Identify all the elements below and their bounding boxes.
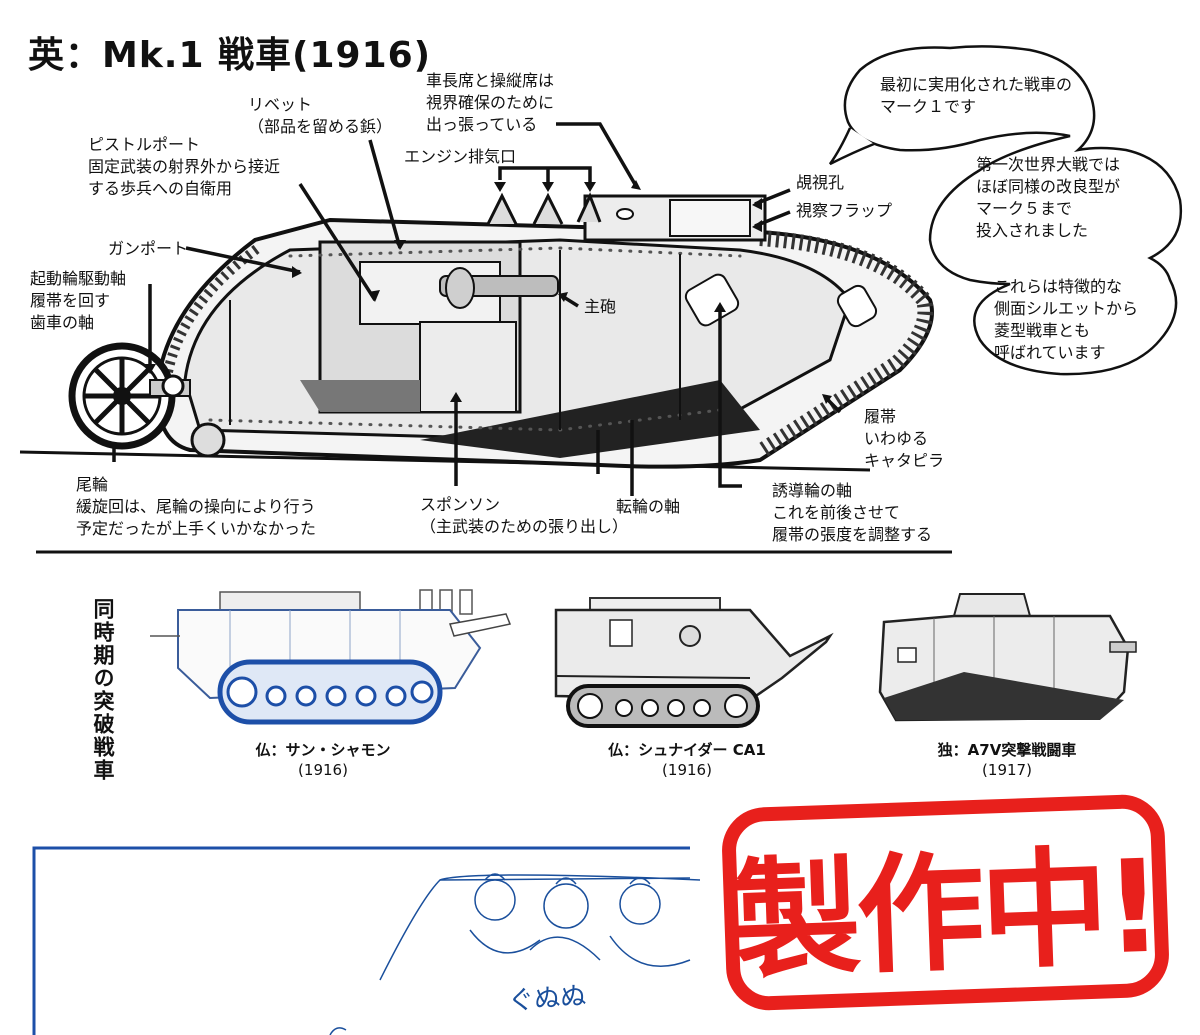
section-divider bbox=[36, 550, 952, 554]
label-view-flap: 視察フラップ bbox=[796, 201, 893, 220]
label-commander-seat: 車長席と操縦席は視界確保のために出っ張っている bbox=[426, 71, 555, 134]
label-exhaust: エンジン排気口 bbox=[404, 147, 517, 166]
label-road-wheel: 転輪の軸 bbox=[616, 497, 681, 516]
label-pistol-port: ピストルポート固定武装の射界外から接近する歩兵への自衛用 bbox=[88, 135, 281, 198]
saint-chamond-illustration bbox=[150, 589, 512, 725]
caption-schneider: 仏：シュナイダー CA1(1916) bbox=[608, 741, 766, 779]
sketch-handwriting: ぐぬぬ bbox=[507, 981, 588, 1017]
mk1-tank-illustration bbox=[19, 122, 934, 496]
label-track: 履帯いわゆるキャタピラ bbox=[864, 407, 945, 470]
label-rivet: リベット（部品を留める鋲） bbox=[248, 95, 393, 136]
label-main-gun: 主砲 bbox=[584, 297, 617, 316]
page-title: 英：Mk.1 戦車(1916) bbox=[28, 35, 432, 76]
label-tail-wheel: 尾輪緩旋回は、尾輪の操向により行う予定だったが上手くいかなかった bbox=[76, 475, 317, 538]
bubble-text-intro: 最初に実用化された戦車のマーク１です bbox=[880, 75, 1073, 116]
label-idler: 誘導輪の軸これを前後させて履帯の張度を調整する bbox=[772, 481, 933, 544]
label-drive-wheel: 起動輪駆動軸履帯を回す歯車の軸 bbox=[30, 269, 127, 332]
speech-bubble bbox=[828, 45, 1183, 376]
bubble-text-ww1: 第一次世界大戦ではほぼ同様の改良型がマーク５まで投入されました bbox=[976, 155, 1121, 240]
caption-saint-chamond: 仏：サン・シャモン(1916) bbox=[255, 741, 391, 779]
schneider-ca1-illustration bbox=[554, 597, 834, 728]
stamp-text: 製作中! bbox=[730, 832, 1162, 997]
contemporary-tanks-heading: 同時期の突破戦車 bbox=[91, 598, 115, 782]
caption-a7v: 独：A7V突撃戦闘車(1917) bbox=[937, 741, 1077, 779]
label-sponson: スポンソン（主武装のための張り出し） bbox=[420, 495, 629, 536]
work-in-progress-stamp: 製作中! bbox=[720, 792, 1172, 1012]
bubble-text-rhomboid: これらは特徴的な側面シルエットから菱型戦車とも呼ばれています bbox=[994, 277, 1139, 362]
label-gun-port: ガンポート bbox=[108, 239, 189, 258]
label-view-hole: 覘視孔 bbox=[796, 173, 845, 192]
a7v-illustration bbox=[878, 593, 1137, 722]
